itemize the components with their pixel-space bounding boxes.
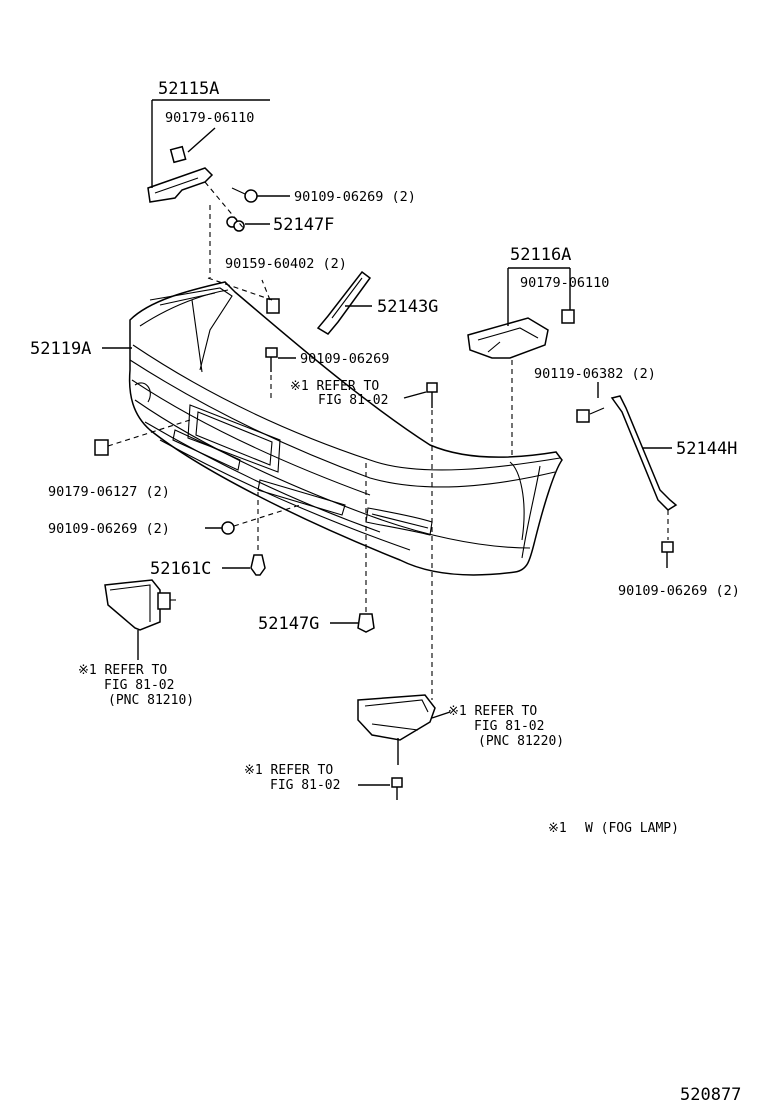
ref-fog-left-line1: ※1 REFER TO bbox=[78, 663, 167, 678]
bolt-center-drawing bbox=[403, 382, 438, 700]
ref-fog-right-line2: FIG 81-02 bbox=[474, 719, 544, 734]
retainer-52147g-drawing bbox=[330, 458, 375, 633]
label-clip-left-low: 90179-06127 (2) bbox=[48, 484, 170, 500]
label-screw-center: 90109-06269 bbox=[300, 351, 389, 367]
screw-right-drawing bbox=[576, 382, 605, 423]
leader bbox=[187, 127, 216, 153]
label-screw-left-low: 90109-06269 (2) bbox=[48, 521, 170, 537]
screw-top-left-drawing bbox=[231, 187, 290, 203]
nut-left-drawing bbox=[261, 279, 280, 314]
retainer-52161c-drawing bbox=[222, 492, 266, 576]
ref-fog-right-line3: (PNC 81220) bbox=[478, 734, 564, 749]
bracket-52115a-drawing bbox=[147, 145, 214, 203]
label-screw-left-top: 90109-06269 (2) bbox=[294, 189, 416, 205]
screw-left-low-drawing bbox=[205, 504, 301, 535]
label-screw-right: 90119-06382 (2) bbox=[534, 366, 656, 382]
fog-lamp-left-drawing bbox=[104, 579, 176, 660]
label-52147g: 52147G bbox=[258, 614, 319, 634]
fog-lamp-right-drawing bbox=[357, 694, 451, 765]
ref-center-line2: FIG 81-02 bbox=[318, 393, 388, 408]
legend-mark: ※1 bbox=[548, 821, 567, 836]
diagram-number: 520877 bbox=[680, 1085, 741, 1105]
label-52115a: 52115A bbox=[158, 79, 219, 99]
bracket-52143g-drawing bbox=[316, 270, 372, 335]
stay-52144h-drawing bbox=[610, 395, 678, 511]
label-52161c: 52161C bbox=[150, 559, 211, 579]
clip-left-low-drawing bbox=[94, 419, 191, 456]
legend-text: W (FOG LAMP) bbox=[585, 821, 679, 836]
bracket-52116a-drawing bbox=[467, 267, 575, 359]
ref-fog-left-line2: FIG 81-02 bbox=[104, 678, 174, 693]
screw-right-low-drawing bbox=[661, 541, 674, 568]
screw-center-drawing bbox=[265, 347, 296, 400]
retainer-52147f-drawing bbox=[226, 216, 270, 232]
label-52144h: 52144H bbox=[676, 439, 737, 459]
dash-guide bbox=[204, 181, 246, 231]
label-52147f: 52147F bbox=[273, 215, 334, 235]
bolt-bottom-drawing bbox=[358, 777, 403, 800]
label-52143g: 52143G bbox=[377, 297, 438, 317]
ref-bottom-line1: ※1 REFER TO bbox=[244, 763, 333, 778]
label-clip-left-top: 90179-06110 bbox=[165, 110, 254, 126]
ref-fog-left-line3: (PNC 81210) bbox=[108, 693, 194, 708]
label-clip-right-top: 90179-06110 bbox=[520, 275, 609, 291]
bumper-cover-drawing bbox=[128, 281, 563, 576]
label-52116a: 52116A bbox=[510, 245, 571, 265]
ref-fog-right-line1: ※1 REFER TO bbox=[448, 704, 537, 719]
label-nut-left: 90159-60402 (2) bbox=[225, 256, 347, 272]
label-screw-right-low: 90109-06269 (2) bbox=[618, 583, 740, 599]
label-52119a: 52119A bbox=[30, 339, 91, 359]
ref-bottom-line2: FIG 81-02 bbox=[270, 778, 340, 793]
dash-guide bbox=[207, 277, 273, 301]
ref-center-line1: ※1 REFER TO bbox=[290, 379, 379, 394]
